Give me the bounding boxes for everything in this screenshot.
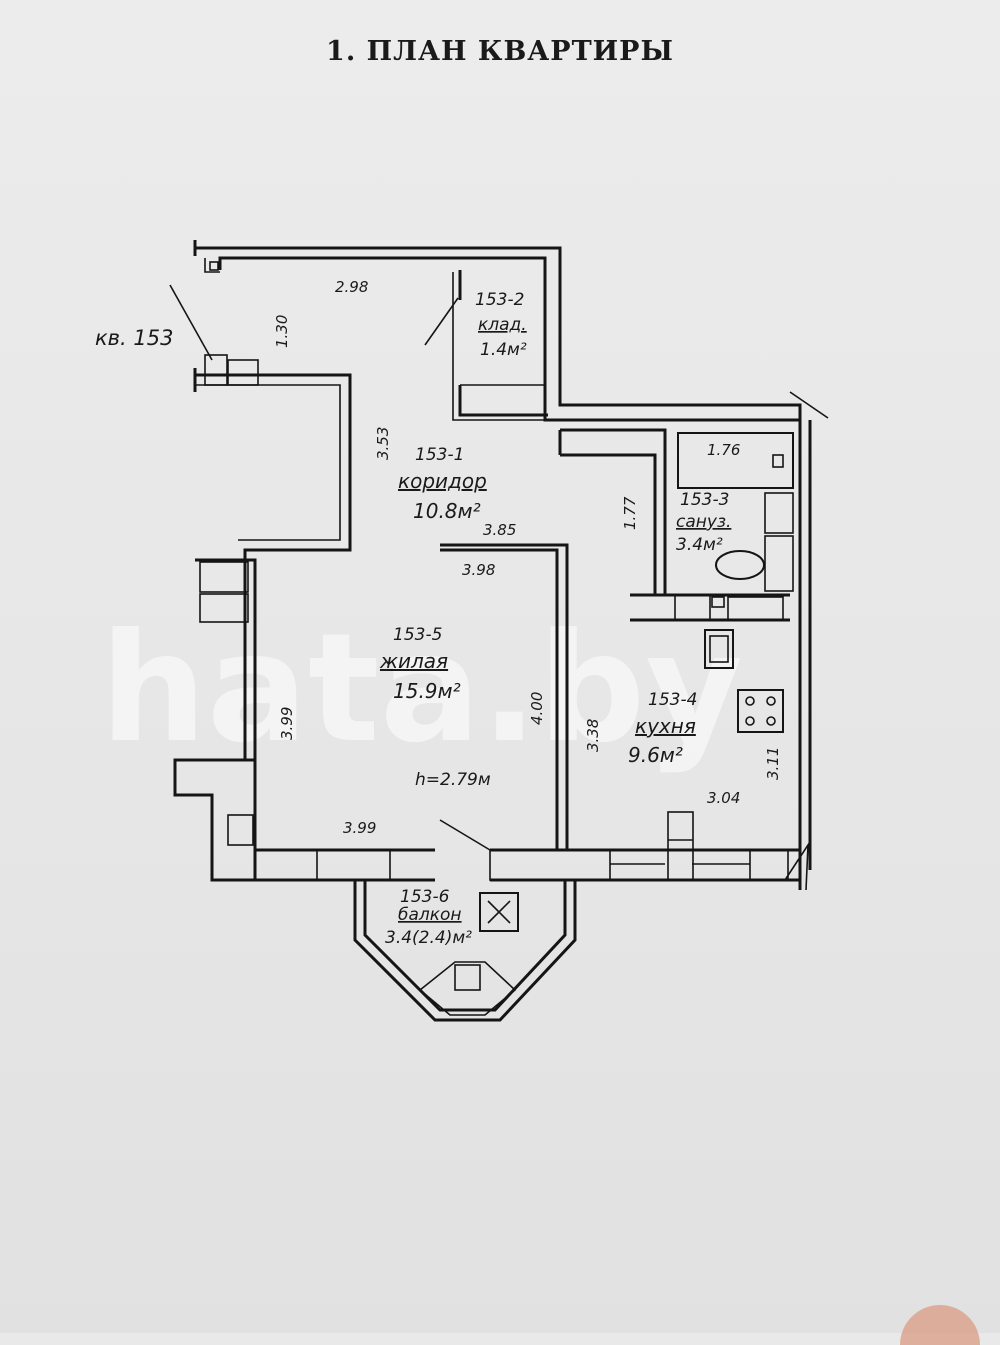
apartment-pointer bbox=[169, 284, 213, 361]
ceiling-height: h=2.79м bbox=[415, 770, 491, 790]
ventilation-shaft bbox=[704, 629, 734, 669]
drain-cross bbox=[487, 900, 511, 924]
right-wall-cut-bottom bbox=[784, 842, 809, 891]
wall-niche-2 bbox=[199, 593, 249, 623]
wall-niche-1 bbox=[199, 561, 249, 593]
living-name: жилая bbox=[379, 649, 448, 673]
dim-bath-depth: 1.77 bbox=[621, 496, 639, 530]
apartment-label: кв. 153 bbox=[95, 326, 174, 350]
bathroom-name: сануз. bbox=[676, 512, 731, 532]
storage-name: клад. bbox=[478, 315, 527, 335]
bathtub-drain bbox=[772, 454, 784, 468]
kitchen-name: кухня bbox=[635, 714, 696, 738]
corridor-name: коридор bbox=[398, 469, 487, 493]
stove bbox=[737, 689, 784, 733]
door-jamb-top bbox=[204, 258, 220, 273]
right-outer-wall bbox=[798, 405, 812, 890]
dim-kitchen-left: 3.38 bbox=[584, 719, 602, 752]
living-partition bbox=[440, 543, 569, 850]
dim-entry-width: 1.30 bbox=[273, 315, 291, 348]
balcony-drain bbox=[479, 892, 519, 932]
living-area: 15.9м² bbox=[393, 679, 461, 703]
bathroom-id: 153-3 bbox=[680, 490, 729, 510]
stove-burner bbox=[766, 716, 776, 726]
kitchen-area: 9.6м² bbox=[628, 743, 683, 767]
storage-id: 153-2 bbox=[475, 290, 524, 310]
right-wall-cut-top bbox=[789, 391, 829, 419]
stove-burner bbox=[745, 696, 755, 706]
dim-living-right: 4.00 bbox=[528, 692, 546, 725]
corridor-left-inner bbox=[195, 384, 341, 541]
watermark: hata.by bbox=[100, 602, 743, 776]
window-living bbox=[316, 849, 391, 881]
toilet-tank bbox=[764, 535, 794, 592]
balcony-bay bbox=[418, 961, 517, 1016]
window-kitchen bbox=[489, 849, 611, 881]
bathroom-walls bbox=[558, 428, 667, 595]
sink bbox=[764, 492, 794, 534]
balcony-id: 153-6 bbox=[400, 887, 450, 907]
corner-post bbox=[749, 849, 789, 881]
storage-wall-inner bbox=[452, 272, 545, 421]
corridor-area: 10.8м² bbox=[413, 499, 481, 523]
stove-burner bbox=[766, 696, 776, 706]
plan-title: 1. ПЛАН КВАРТИРЫ bbox=[326, 36, 674, 67]
dim-corridor-bottom: 3.85 bbox=[483, 521, 516, 539]
shaft-1 bbox=[674, 594, 711, 621]
dim-living-top: 3.98 bbox=[462, 561, 495, 579]
entry-jamb bbox=[204, 354, 228, 386]
dim-corridor-left: 3.53 bbox=[374, 427, 392, 460]
kitchen-column bbox=[667, 811, 694, 881]
storage-walls bbox=[458, 270, 548, 417]
corridor-left-wall bbox=[195, 373, 352, 620]
storage-area: 1.4м² bbox=[480, 340, 527, 360]
bathroom-area: 3.4м² bbox=[676, 535, 723, 555]
dim-kitchen-right: 3.11 bbox=[764, 747, 782, 780]
shaft-3 bbox=[727, 596, 784, 621]
column-box bbox=[227, 814, 254, 846]
kitchen-id: 153-4 bbox=[648, 690, 697, 710]
storage-door-swing bbox=[424, 297, 459, 346]
balcony-name: балкон bbox=[398, 905, 462, 925]
dim-living-bottom: 3.99 bbox=[343, 819, 376, 837]
balcony-outline bbox=[353, 880, 577, 1022]
wall-post bbox=[209, 261, 219, 271]
living-left-wall bbox=[195, 558, 257, 845]
entry-post bbox=[227, 359, 259, 386]
bathtub bbox=[677, 432, 794, 489]
ventilation-inner bbox=[709, 635, 729, 663]
balcony-door-swing bbox=[439, 819, 491, 851]
stove-burner bbox=[745, 716, 755, 726]
dim-top-corridor: 2.98 bbox=[335, 278, 368, 296]
living-column bbox=[173, 758, 257, 882]
living-id: 153-5 bbox=[393, 625, 442, 645]
shaft-2 bbox=[711, 596, 725, 608]
bottom-wall bbox=[255, 848, 800, 882]
dim-living-left: 3.99 bbox=[278, 707, 296, 740]
dim-bath-width: 1.76 bbox=[707, 441, 740, 459]
dim-kitchen-bottom: 3.04 bbox=[707, 789, 740, 807]
balcony-area: 3.4(2.4)м² bbox=[385, 928, 472, 948]
balcony-post bbox=[454, 964, 481, 991]
toilet-bowl bbox=[715, 550, 765, 580]
corridor-id: 153-1 bbox=[415, 445, 464, 465]
